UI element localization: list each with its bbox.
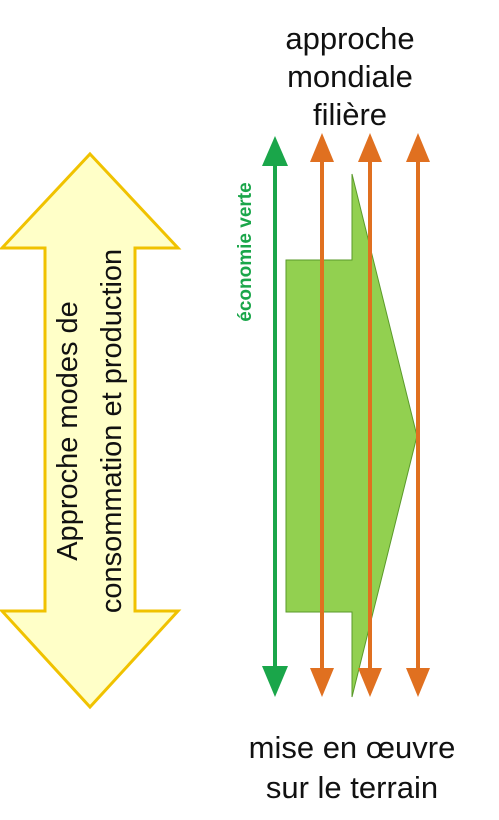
economie-verte-arrow	[262, 136, 288, 697]
orange-arrow-3	[406, 133, 430, 697]
top-label-line-3: filière	[312, 97, 388, 132]
top-label-line-2: mondiale	[287, 59, 413, 94]
left-arrow-label-line-1: Approche modes de	[52, 301, 84, 561]
bottom-label: mise en œuvre sur le terrain	[222, 728, 482, 808]
green-block-arrow	[285, 173, 418, 698]
yellow-double-arrow	[0, 151, 182, 710]
orange-arrow-1	[310, 133, 334, 697]
left-arrow-label-line-2: consommation et production	[96, 248, 128, 614]
economie-verte-label: économie verte	[235, 182, 256, 322]
left-arrow-label: Approche modes de consommation et produc…	[46, 211, 134, 651]
orange-arrow-2	[358, 133, 382, 697]
bottom-label-line-2: sur le terrain	[265, 770, 439, 805]
bottom-label-line-1: mise en œuvre	[248, 730, 456, 765]
top-label: approche mondiale filière	[240, 20, 460, 134]
top-label-line-1: approche	[285, 21, 415, 56]
